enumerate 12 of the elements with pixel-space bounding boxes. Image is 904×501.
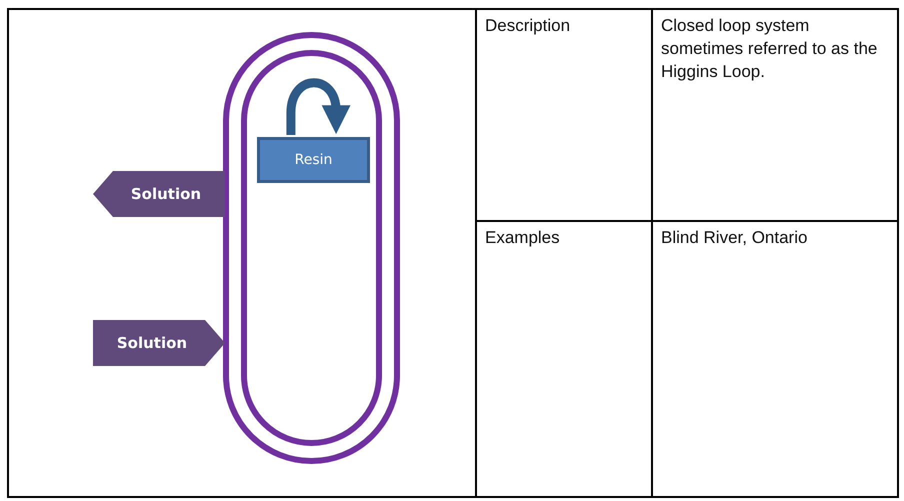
table-cell-text: Description (485, 15, 570, 37)
node-label: Solution (130, 185, 202, 203)
table-cell-text: Examples (485, 227, 560, 249)
table-cell-text: Blind River, Ontario (661, 227, 808, 249)
process-box (257, 137, 370, 183)
node-label: Resin (294, 152, 332, 168)
curved-arrow (286, 78, 350, 135)
loop-track (223, 32, 400, 464)
table-cell-text: Closed loop system sometimes referred to as the Higgins Loop. (661, 15, 878, 83)
node-label: Solution (116, 334, 188, 352)
solution-tag (93, 171, 225, 217)
solution-tag (93, 320, 225, 366)
